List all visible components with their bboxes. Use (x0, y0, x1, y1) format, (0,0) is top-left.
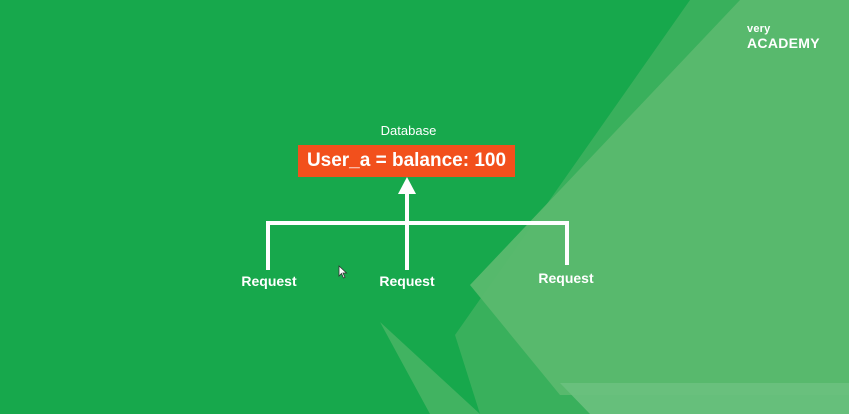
mouse-cursor-icon (338, 265, 348, 279)
decor-lower-left-wedge (380, 322, 480, 414)
brand-logo: very ACADEMY (747, 23, 820, 51)
brand-logo-small-text: very (747, 23, 771, 35)
brand-logo-big-text: ACADEMY (747, 35, 820, 51)
decor-bottom-strip (560, 383, 849, 414)
database-record: User_a = balance: 100 (298, 145, 515, 177)
request-label-2: Request (379, 273, 435, 289)
request-label-3: Request (538, 270, 594, 286)
request-label-1: Request (241, 273, 297, 289)
decor-band-inner (470, 0, 849, 395)
arrow-up-icon (398, 177, 416, 194)
connector-bracket (266, 221, 569, 270)
database-label: Database (380, 123, 437, 138)
